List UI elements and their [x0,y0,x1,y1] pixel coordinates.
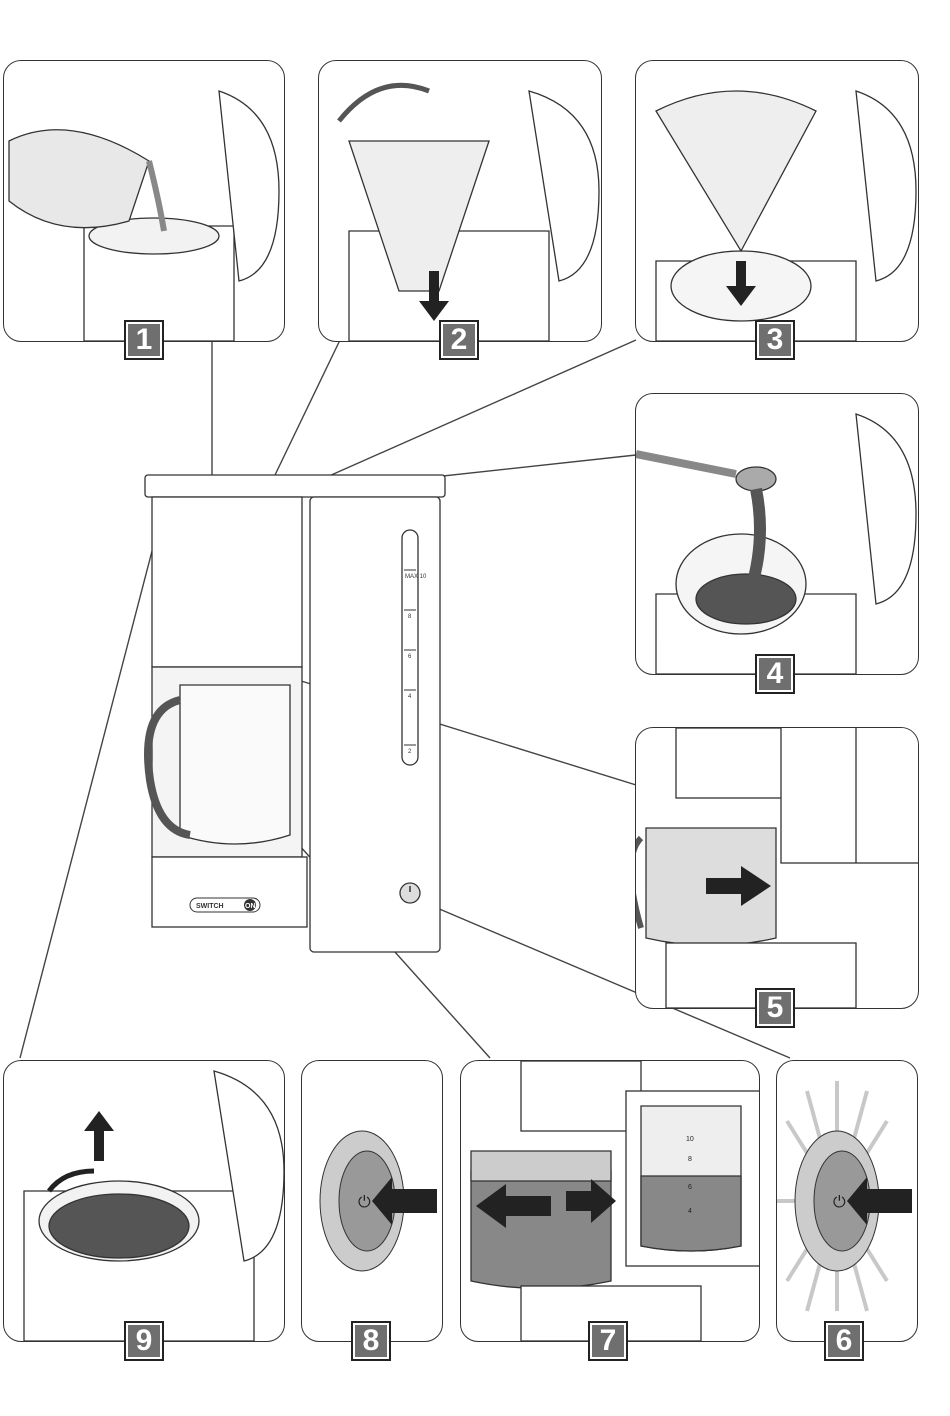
power-icon: ⏻ [833,1194,846,1211]
step-panel-1 [3,60,285,342]
remove-filter-illustration [4,1061,284,1341]
jug-scale-label: 10 [686,1136,694,1143]
insert-filter-holder-illustration [319,61,601,341]
step-panel-8: ⏻ [301,1060,443,1342]
remove-jug-illustration: 10 8 6 4 [461,1061,759,1341]
step-panel-2 [318,60,602,342]
glass-jug [180,685,290,844]
step-panel-9 [3,1060,285,1342]
scale-label: MAX 10 [405,574,427,580]
water-tank [310,497,440,952]
switch-on-logo: SWITCH ON [190,898,260,912]
filter-housing [152,497,302,667]
fill-water-illustration [4,61,284,341]
jug-scale-label: 8 [688,1156,692,1163]
step-panel-4 [635,393,919,675]
step-badge-5: 5 [757,990,793,1026]
step-badge-4: 4 [757,656,793,692]
jug-scale-label: 6 [688,1184,692,1191]
lid [145,475,445,497]
place-jug-illustration [636,728,918,1008]
step-badge-3: 3 [757,322,793,358]
step-panel-7: 10 8 6 4 [460,1060,760,1342]
hotplate-base [152,857,307,927]
step-panel-5 [635,727,919,1009]
logo-text-switch: SWITCH [196,903,224,910]
step-badge-9: 9 [126,1323,162,1359]
power-icon: ⏻ [358,1194,371,1211]
step-badge-2: 2 [441,322,477,358]
callout-line-3 [320,340,636,480]
up-arrow-icon [84,1111,114,1161]
step-badge-1: 1 [126,322,162,358]
logo-text-on: ON [245,903,256,910]
water-level-window [402,530,418,765]
step-badge-8: 8 [353,1323,389,1359]
step-badge-6: 6 [826,1323,862,1359]
switch-off-illustration: ⏻ [302,1061,442,1341]
step-badge-7: 7 [590,1323,626,1359]
insert-paper-filter-illustration [636,61,918,341]
callout-line-2 [275,340,340,475]
switch-on-illustration: ⏻ [777,1061,917,1341]
add-coffee-illustration [636,394,918,674]
step-panel-3 [635,60,919,342]
jug-scale-label: 4 [688,1208,692,1215]
step-panel-6: ⏻ [776,1060,918,1342]
coffee-maker-illustration: MAX 10 8 6 4 2 SWITCH ON [140,460,460,960]
